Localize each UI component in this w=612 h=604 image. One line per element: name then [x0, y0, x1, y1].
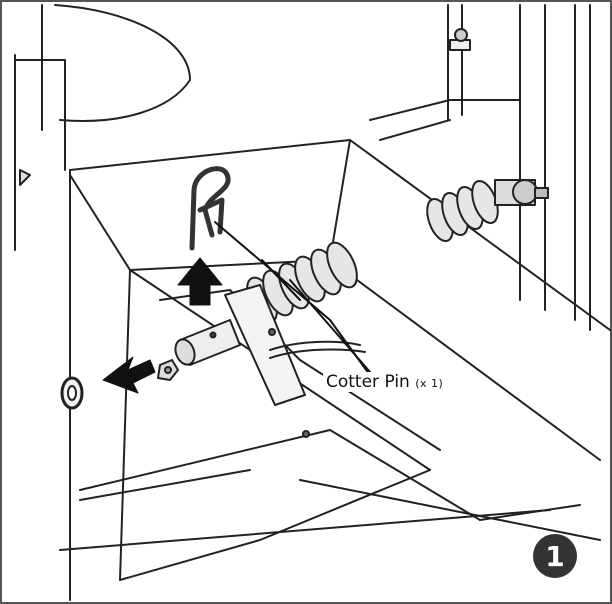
- removal-arrow-left-icon: [102, 356, 156, 394]
- step-number-badge: 1: [533, 534, 577, 578]
- outer-spring: [426, 179, 549, 243]
- frame-posts: [369, 4, 591, 331]
- callout-quantity: (x 1): [415, 377, 444, 390]
- cotter-pin-icon: [189, 166, 231, 251]
- clevis-pin: [174, 319, 241, 366]
- small-nut: [157, 359, 179, 381]
- pivot-bracket: [224, 284, 366, 438]
- drum-outline: [14, 4, 191, 251]
- callout-part-name: Cotter Pin: [326, 372, 410, 392]
- washer-icon: [60, 376, 84, 410]
- callout-leader: [214, 221, 373, 379]
- cotter-pin-callout: Cotter Pin (x 1): [323, 372, 447, 392]
- removal-arrow-up-icon: [177, 257, 223, 306]
